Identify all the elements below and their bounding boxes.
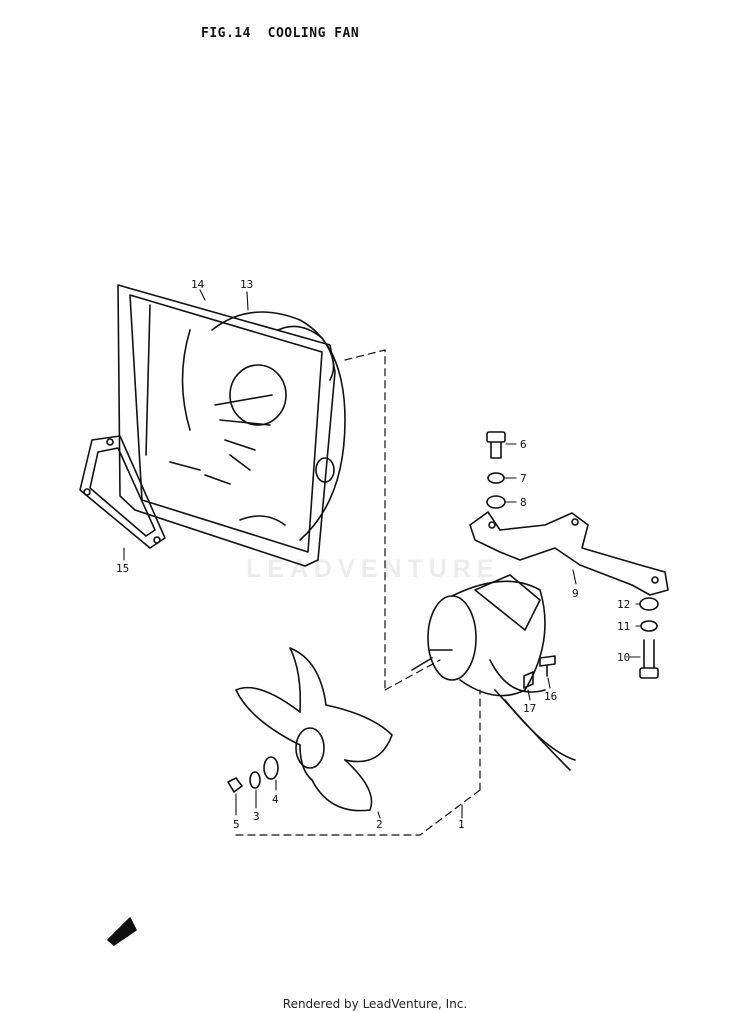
callout-11: 11 <box>617 620 630 633</box>
callout-2: 2 <box>376 818 383 831</box>
motor-bracket <box>469 511 669 596</box>
shroud-frame <box>117 284 336 567</box>
callout-12: 12 <box>617 598 630 611</box>
nut-17 <box>523 671 534 689</box>
callout-4: 4 <box>272 793 279 806</box>
footer-credit: Rendered by LeadVenture, Inc. <box>282 997 468 1011</box>
fan-housing <box>169 311 346 541</box>
washer-7 <box>487 472 505 484</box>
screw-16 <box>539 655 556 677</box>
callout-7: 7 <box>520 472 527 485</box>
washer-8 <box>486 495 506 509</box>
fan-blade <box>235 647 393 812</box>
washer-11 <box>640 620 658 632</box>
callout-1: 1 <box>458 818 465 831</box>
bolt-10 <box>639 639 659 679</box>
callout-13: 13 <box>240 278 253 291</box>
callout-8: 8 <box>520 496 527 509</box>
assembly-guide-lines <box>235 349 481 836</box>
lock-washer-3 <box>249 771 261 789</box>
washer-12 <box>639 597 659 611</box>
callout-10: 10 <box>617 651 630 664</box>
bolt-6 <box>486 431 506 459</box>
leader-lines <box>123 289 641 819</box>
callout-3: 3 <box>253 810 260 823</box>
callout-5: 5 <box>233 818 240 831</box>
figure-title: FIG.14 COOLING FAN <box>201 26 360 41</box>
gasket <box>79 435 166 549</box>
callout-6: 6 <box>520 438 527 451</box>
fan-motor <box>411 574 576 771</box>
callout-16: 16 <box>544 690 557 703</box>
nut-5 <box>227 777 243 793</box>
callout-9: 9 <box>572 587 579 600</box>
direction-arrow-icon <box>107 917 137 946</box>
callout-15: 15 <box>116 562 129 575</box>
washer-4 <box>263 756 279 780</box>
callout-17: 17 <box>523 702 536 715</box>
callout-14: 14 <box>191 278 205 291</box>
